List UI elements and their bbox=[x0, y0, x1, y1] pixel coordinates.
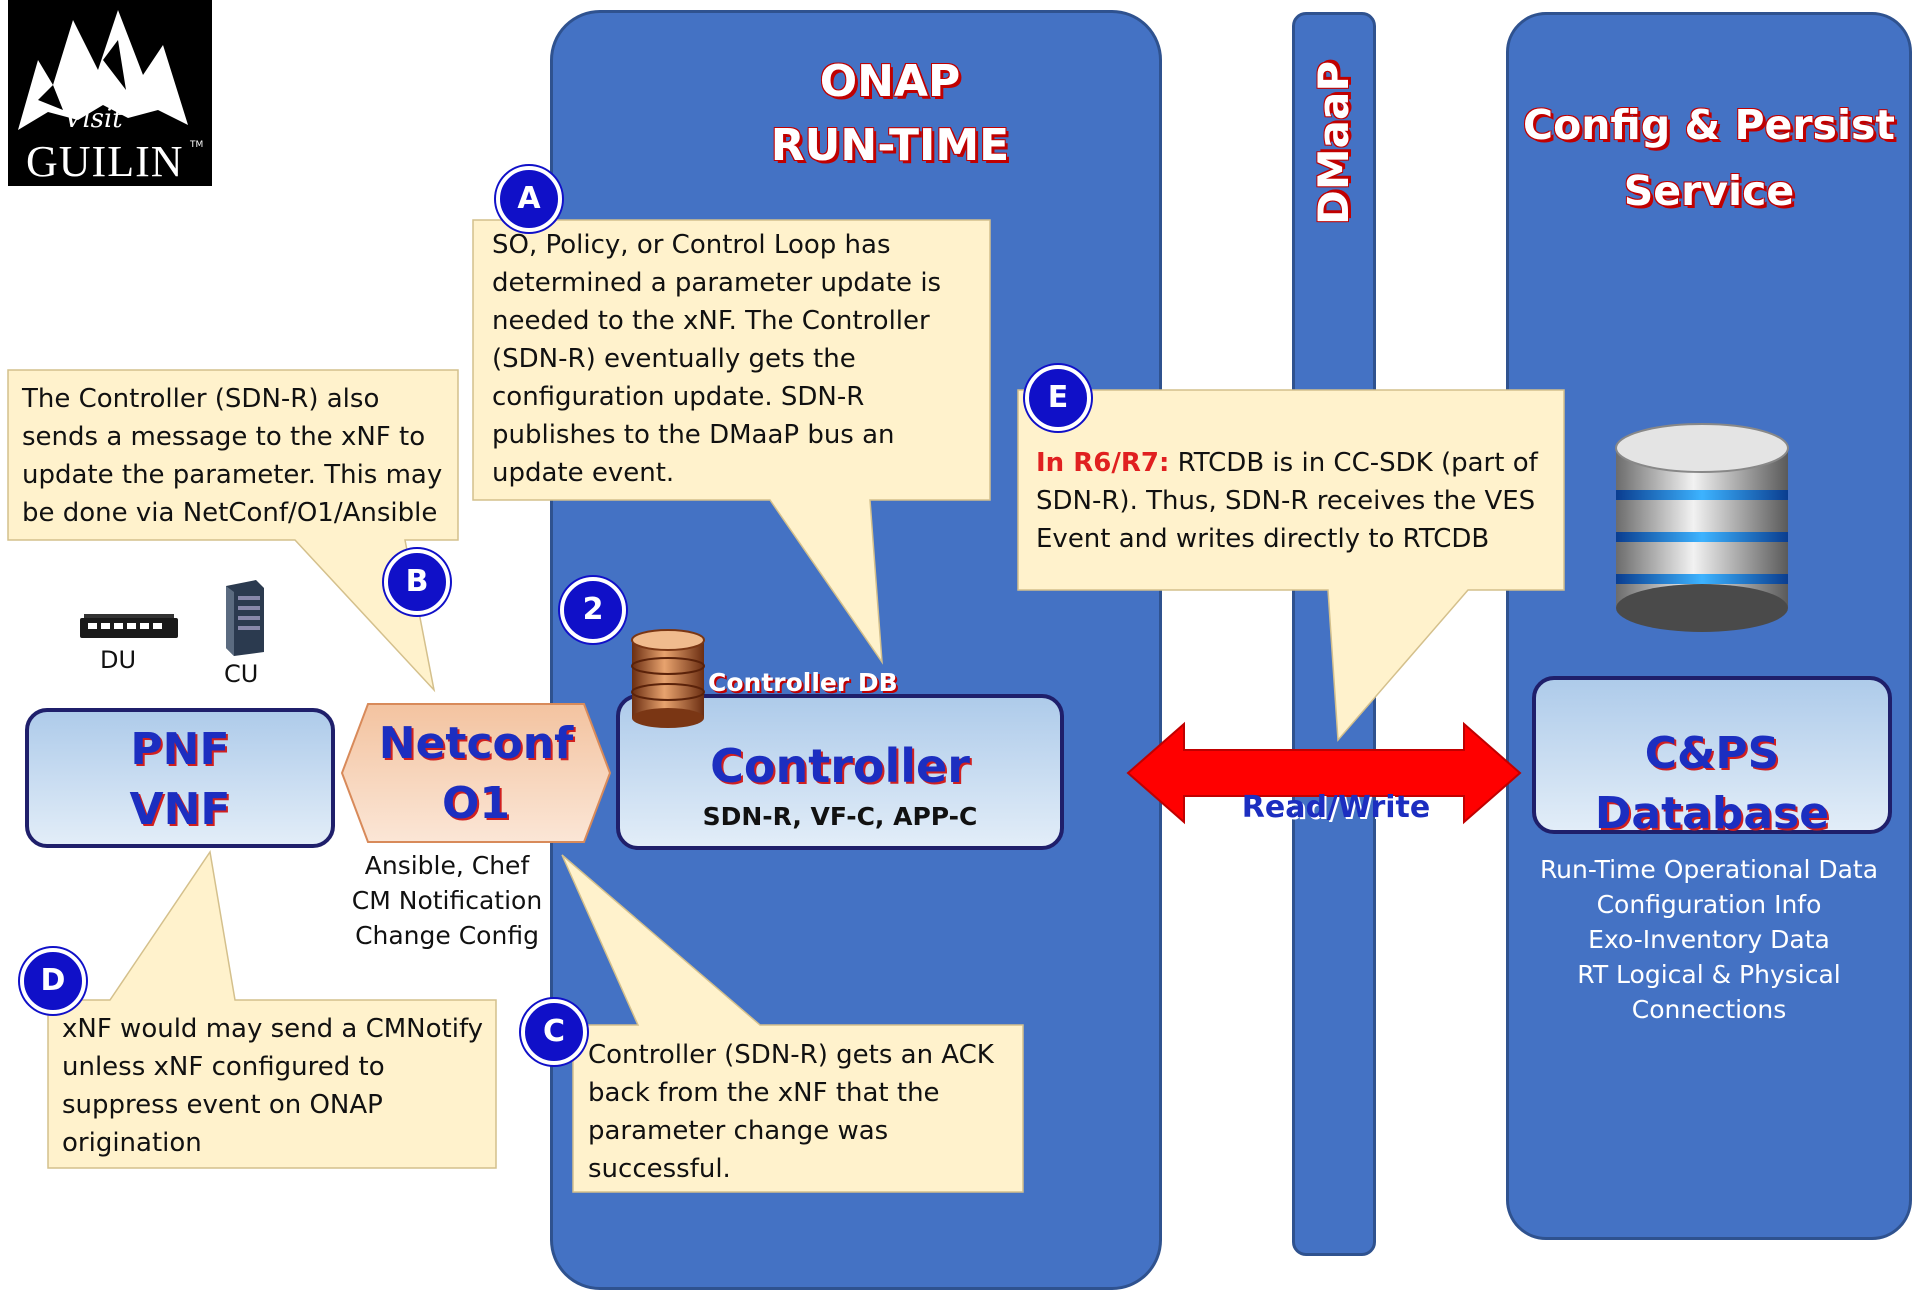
badge-d: D bbox=[20, 948, 86, 1014]
callout-c-line: parameter change was bbox=[588, 1116, 889, 1146]
badge-a: A bbox=[496, 166, 562, 232]
netconf-sublabel: CM Notification bbox=[351, 886, 543, 915]
controller-title: Controller bbox=[710, 739, 970, 793]
cps-title-line1: Config & Persist bbox=[1522, 101, 1896, 149]
callout-d-line: unless xNF configured to bbox=[62, 1052, 385, 1082]
callout-b-line: sends a message to the xNF to bbox=[22, 422, 426, 452]
cps-database-title: C&PS Database bbox=[1594, 728, 1830, 839]
badge-b: B bbox=[384, 549, 450, 615]
callout-a-line: configuration update. SDN-R bbox=[492, 382, 865, 412]
callout-a-line: publishes to the DMaaP bus an bbox=[492, 420, 895, 450]
callout-a-line: SO, Policy, or Control Loop has bbox=[492, 230, 891, 260]
callout-a-line: (SDN-R) eventually gets the bbox=[492, 344, 856, 374]
vnf-label: VNF bbox=[129, 784, 231, 835]
cps-detail-line: Run-Time Operational Data bbox=[1539, 855, 1879, 884]
callout-a-line: needed to the xNF. The Controller bbox=[492, 306, 930, 336]
callout-a-line: determined a parameter update is bbox=[492, 268, 942, 298]
callout-c-shape bbox=[561, 854, 1024, 1193]
callout-b-line: update the parameter. This may bbox=[22, 460, 443, 490]
callout-c-text: Controller (SDN-R) gets an ACK back from… bbox=[588, 1036, 1018, 1188]
callout-b-line: be done via NetConf/O1/Ansible bbox=[22, 498, 438, 528]
database-stack-icon bbox=[1615, 423, 1789, 632]
callout-d-shape bbox=[47, 850, 497, 1169]
callouts-layer bbox=[7, 219, 1565, 1193]
pnf-vnf-box[interactable]: PNF VNF bbox=[25, 708, 335, 848]
badge-e: E bbox=[1025, 365, 1091, 431]
logo-visit: Visit bbox=[64, 104, 123, 134]
mountain-icon bbox=[18, 10, 188, 130]
cu-label: CU bbox=[224, 660, 259, 688]
callout-b-shape bbox=[7, 369, 459, 693]
controller-subtitle: SDN-R, VF-C, APP-C bbox=[702, 802, 978, 831]
badge-c: C bbox=[521, 999, 587, 1065]
callout-b-text: The Controller (SDN-R) also sends a mess… bbox=[22, 380, 452, 532]
callout-a-shape bbox=[472, 219, 991, 665]
callout-d-text: xNF would may send a CMNotify unless xNF… bbox=[62, 1010, 492, 1162]
controller-db-label: Controller DB bbox=[708, 668, 898, 697]
netconf-sublabel: Ansible, Chef bbox=[364, 851, 530, 880]
callout-e-line1-rest: RTCDB is in CC-SDK (part of bbox=[1169, 448, 1538, 478]
visit-guilin-logo: Visit GUILIN TM bbox=[8, 0, 212, 186]
netconf-hexagon[interactable] bbox=[340, 702, 612, 844]
callout-d-line: xNF would may send a CMNotify bbox=[62, 1014, 484, 1044]
pnf-label: PNF bbox=[130, 724, 230, 775]
cps-detail-line: RT Logical & Physical Connections bbox=[1577, 960, 1841, 1024]
cps-database-box[interactable]: C&PS Database bbox=[1532, 676, 1892, 839]
onap-title: ONAP RUN-TIME bbox=[700, 50, 1080, 178]
cu-device: CU bbox=[212, 578, 272, 688]
onap-title-line1: ONAP bbox=[819, 56, 961, 107]
callout-a-text: SO, Policy, or Control Loop has determin… bbox=[492, 226, 982, 492]
o1-label: O1 bbox=[441, 778, 511, 829]
callout-e-shape bbox=[1017, 389, 1565, 742]
cps-detail-line: Configuration Info bbox=[1596, 890, 1822, 919]
controller-db-icon bbox=[631, 629, 705, 728]
du-label: DU bbox=[100, 646, 137, 674]
callout-c-line: back from the xNF that the bbox=[588, 1078, 940, 1108]
callout-d-line: suppress event on ONAP bbox=[62, 1090, 383, 1120]
callout-e-line: Event and writes directly to RTCDB bbox=[1036, 524, 1490, 554]
callout-e-highlight: In R6/R7: bbox=[1036, 448, 1170, 478]
callout-e-text: In R6/R7: RTCDB is in CC-SDK (part of SD… bbox=[1036, 444, 1560, 558]
callout-a-line: update event. bbox=[492, 458, 675, 488]
server-tower-icon bbox=[226, 580, 264, 656]
netconf-label: Netconf bbox=[378, 718, 574, 769]
callout-e-line: In R6/R7: RTCDB is in CC-SDK (part of bbox=[1036, 444, 1560, 482]
cps-database-details: Run-Time Operational Data Configuration … bbox=[1506, 852, 1912, 1027]
callout-c-line: Controller (SDN-R) gets an ACK bbox=[588, 1040, 994, 1070]
du-device: DU bbox=[78, 612, 180, 674]
cps-detail-line: Exo-Inventory Data bbox=[1588, 925, 1830, 954]
cps-title: Config & Persist Service bbox=[1512, 92, 1906, 224]
callout-b-line: The Controller (SDN-R) also bbox=[22, 384, 380, 414]
onap-title-line2: RUN-TIME bbox=[770, 120, 1010, 171]
read-write-label: Read/Write bbox=[1241, 790, 1431, 825]
logo-tm: TM bbox=[190, 140, 204, 150]
badge-step-2: 2 bbox=[560, 577, 626, 643]
read-write-arrow bbox=[1126, 721, 1522, 825]
netconf-sublabels: Ansible, Chef CM Notification Change Con… bbox=[332, 848, 562, 953]
callout-e-line: SDN-R). Thus, SDN-R receives the VES bbox=[1036, 486, 1536, 516]
netconf-sublabel: Change Config bbox=[355, 921, 539, 950]
switch-icon bbox=[80, 614, 178, 638]
callout-d-line: origination bbox=[62, 1128, 202, 1158]
logo-name: GUILIN bbox=[26, 137, 184, 186]
callout-c-line: successful. bbox=[588, 1154, 731, 1184]
cps-title-line2: Service bbox=[1623, 167, 1795, 215]
